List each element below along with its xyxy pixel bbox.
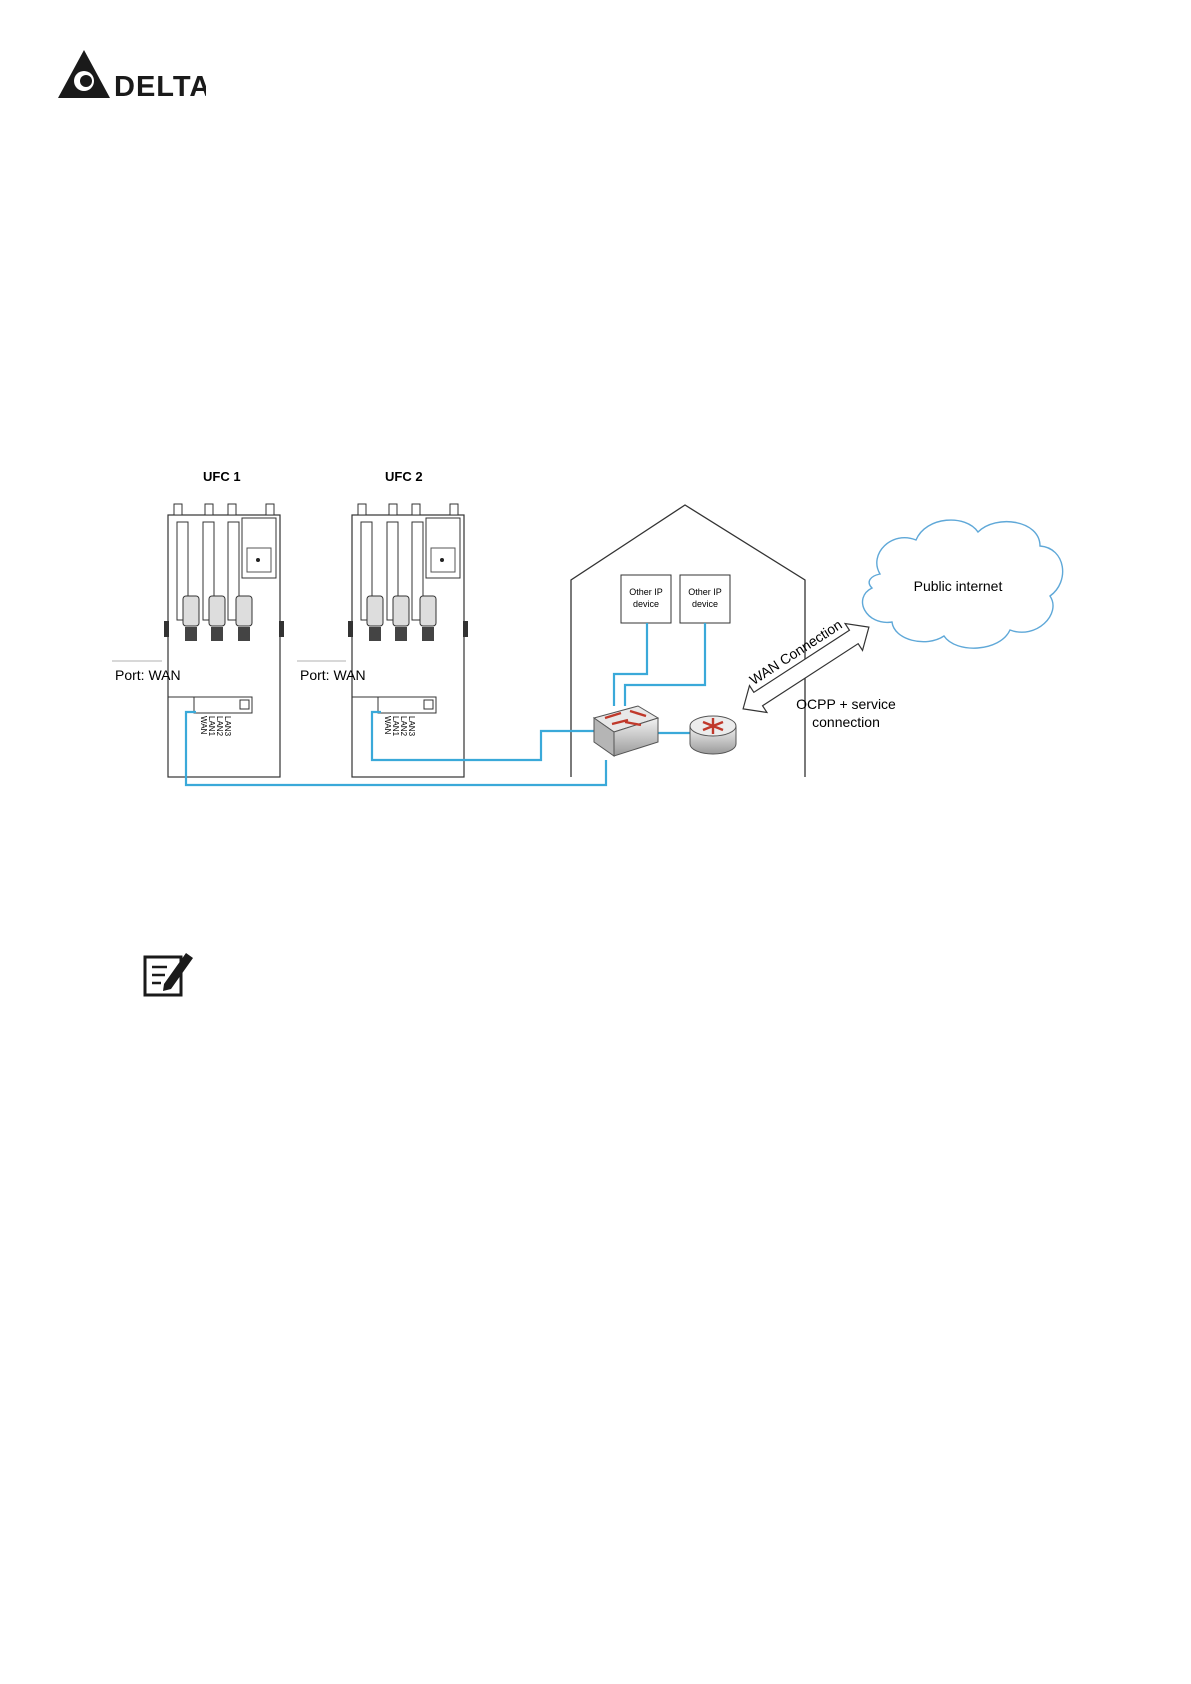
ocpp-label-line1: OCPP + service	[796, 696, 896, 712]
ufc1-port-label: Port: WAN	[115, 667, 181, 683]
ufc2-port-label: Port: WAN	[300, 667, 366, 683]
ufc1-port-wan: WAN	[199, 716, 208, 735]
svg-text:device: device	[633, 599, 659, 609]
ufc2-port-lan2: LAN2	[399, 716, 408, 737]
ufc1-port-lan3: LAN3	[223, 716, 232, 737]
network-router	[690, 716, 736, 754]
other-ip-device-2: Other IP device	[680, 575, 730, 623]
ufc2-port-wan: WAN	[383, 716, 392, 735]
ufc2-label: UFC 2	[385, 469, 423, 484]
ufc2-port-lan1: LAN1	[391, 716, 400, 737]
cloud-label: Public internet	[914, 578, 1003, 594]
ocpp-label-line2: connection	[812, 714, 880, 730]
svg-text:device: device	[692, 599, 718, 609]
svg-text:Other IP: Other IP	[688, 587, 722, 597]
ufc2-charger: UFC 2 Port: WAN WAN LAN1 LAN2 LAN3	[297, 469, 468, 777]
ufc1-port-lan1: LAN1	[207, 716, 216, 737]
other-ip-device-1: Other IP device	[621, 575, 671, 623]
ufc1-port-lan2: LAN2	[215, 716, 224, 737]
note-pencil-icon	[142, 948, 196, 998]
network-diagram: UFC 1 Port: WAN WAN LAN1 LAN2	[0, 0, 1191, 900]
network-switch	[594, 706, 658, 756]
svg-text:Other IP: Other IP	[629, 587, 663, 597]
ufc1-label: UFC 1	[203, 469, 241, 484]
ufc2-port-lan3: LAN3	[407, 716, 416, 737]
ufc1-charger: UFC 1 Port: WAN WAN LAN1 LAN2	[112, 469, 284, 777]
public-internet-cloud: Public internet	[863, 520, 1063, 648]
